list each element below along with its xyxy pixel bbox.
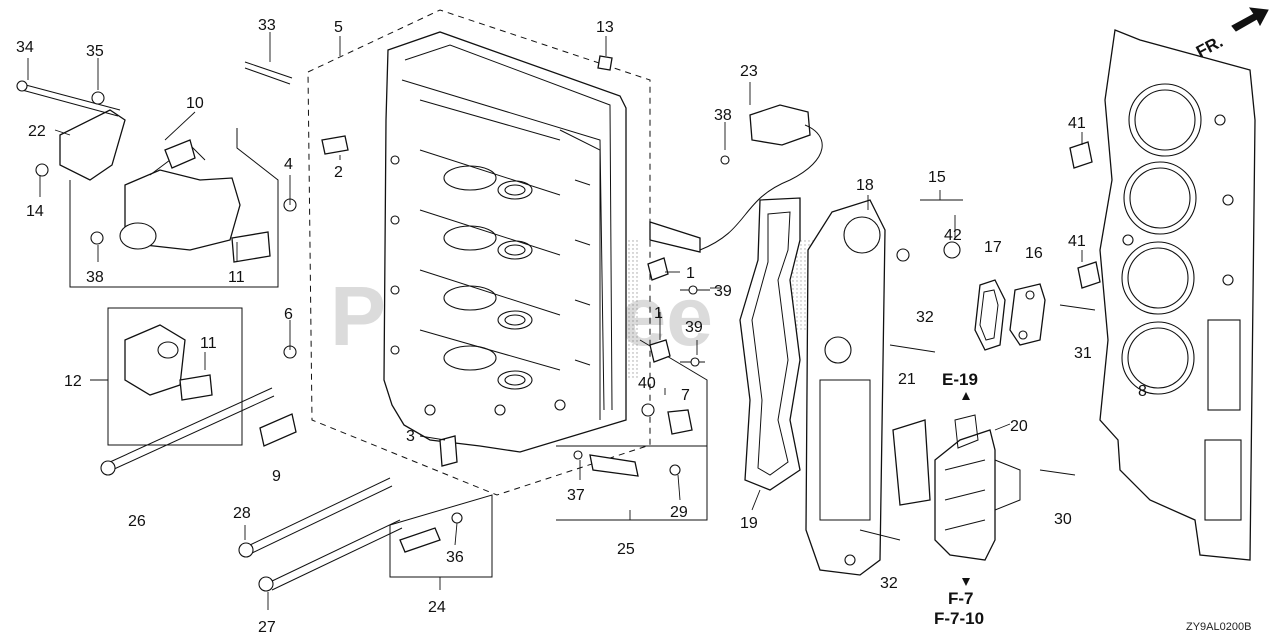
reference-f7-arrow-icon <box>962 578 970 586</box>
callouts: 1 1 2 3 4 5 6 7 8 9 10 11 11 12 13 14 15… <box>16 17 1147 636</box>
reference-e19-arrow-icon <box>962 392 970 400</box>
callout-25: 25 <box>617 541 635 558</box>
gasket-19 <box>739 197 801 491</box>
callout-21: 21 <box>898 371 916 388</box>
frame-10 <box>69 128 279 288</box>
head-gasket <box>1099 29 1256 561</box>
callout-15: 15 <box>928 169 946 186</box>
callout-26: 26 <box>128 513 146 530</box>
reference-labels: E-19 F-7 F-7-10 <box>934 370 984 628</box>
callout-11b: 11 <box>200 335 217 352</box>
callout-4: 4 <box>284 156 293 173</box>
callout-35: 35 <box>86 43 104 60</box>
callout-5: 5 <box>334 19 343 36</box>
callout-20: 20 <box>1010 418 1028 435</box>
sensor-harness-23 <box>649 104 823 253</box>
reference-f7: F-7 <box>948 589 974 608</box>
callout-14: 14 <box>26 203 44 220</box>
callout-6: 6 <box>284 306 293 323</box>
control-module-20 <box>934 414 1021 561</box>
reference-f7-10: F-7-10 <box>934 609 984 628</box>
group-frames <box>69 9 963 578</box>
diagram-code: ZY9AL0200B <box>1186 621 1251 633</box>
callout-38a: 38 <box>86 269 104 286</box>
callout-12: 12 <box>64 373 82 390</box>
callout-10: 10 <box>186 95 204 112</box>
callout-40: 40 <box>638 375 656 392</box>
callout-28: 28 <box>233 505 251 522</box>
callout-22: 22 <box>28 123 46 140</box>
callout-27: 27 <box>258 619 276 636</box>
callout-36: 36 <box>446 549 464 566</box>
callout-32b: 32 <box>880 575 898 592</box>
callout-8: 8 <box>1138 383 1147 400</box>
callout-34: 34 <box>16 39 34 56</box>
reference-e19: E-19 <box>942 370 978 389</box>
callout-33: 33 <box>258 17 276 34</box>
callout-16: 16 <box>1025 245 1043 262</box>
solenoid-12 <box>124 324 186 396</box>
leader-lines <box>27 32 1083 610</box>
gasket-plate <box>892 419 931 506</box>
callout-38b: 38 <box>714 107 732 124</box>
callout-41b: 41 <box>1068 233 1086 250</box>
front-arrow-icon <box>1231 7 1269 32</box>
callout-30: 30 <box>1054 511 1072 528</box>
callout-41a: 41 <box>1068 115 1086 132</box>
cylinder-head <box>383 31 640 453</box>
cover-plate-18 <box>790 199 886 576</box>
callout-37: 37 <box>567 487 585 504</box>
head-dashed-frame <box>307 9 651 496</box>
callout-7: 7 <box>681 387 690 404</box>
callout-32a: 32 <box>916 309 934 326</box>
callout-11a: 11 <box>228 269 245 286</box>
callout-31: 31 <box>1074 345 1092 362</box>
callout-3: 3 <box>406 428 415 445</box>
callout-23: 23 <box>740 63 758 80</box>
callout-24: 24 <box>428 599 446 616</box>
vtc-valve-assembly <box>59 109 241 251</box>
frame-25 <box>556 445 708 521</box>
front-direction-indicator: FR. <box>1193 7 1269 62</box>
callout-1a: 1 <box>686 265 695 282</box>
callout-2: 2 <box>334 164 343 181</box>
callout-39b: 39 <box>685 319 703 336</box>
callout-42: 42 <box>944 227 962 244</box>
callout-19: 19 <box>740 515 758 532</box>
callout-13: 13 <box>596 19 614 36</box>
frame-24 <box>389 494 493 578</box>
frame-12 <box>107 307 243 446</box>
callout-9: 9 <box>272 468 281 485</box>
callout-18: 18 <box>856 177 874 194</box>
callout-17: 17 <box>984 239 1002 256</box>
fasteners <box>16 55 1101 592</box>
callout-39a: 39 <box>714 283 732 300</box>
callout-1b: 1 <box>654 305 663 322</box>
thermostat-parts <box>974 279 1046 351</box>
callout-29: 29 <box>670 504 688 521</box>
